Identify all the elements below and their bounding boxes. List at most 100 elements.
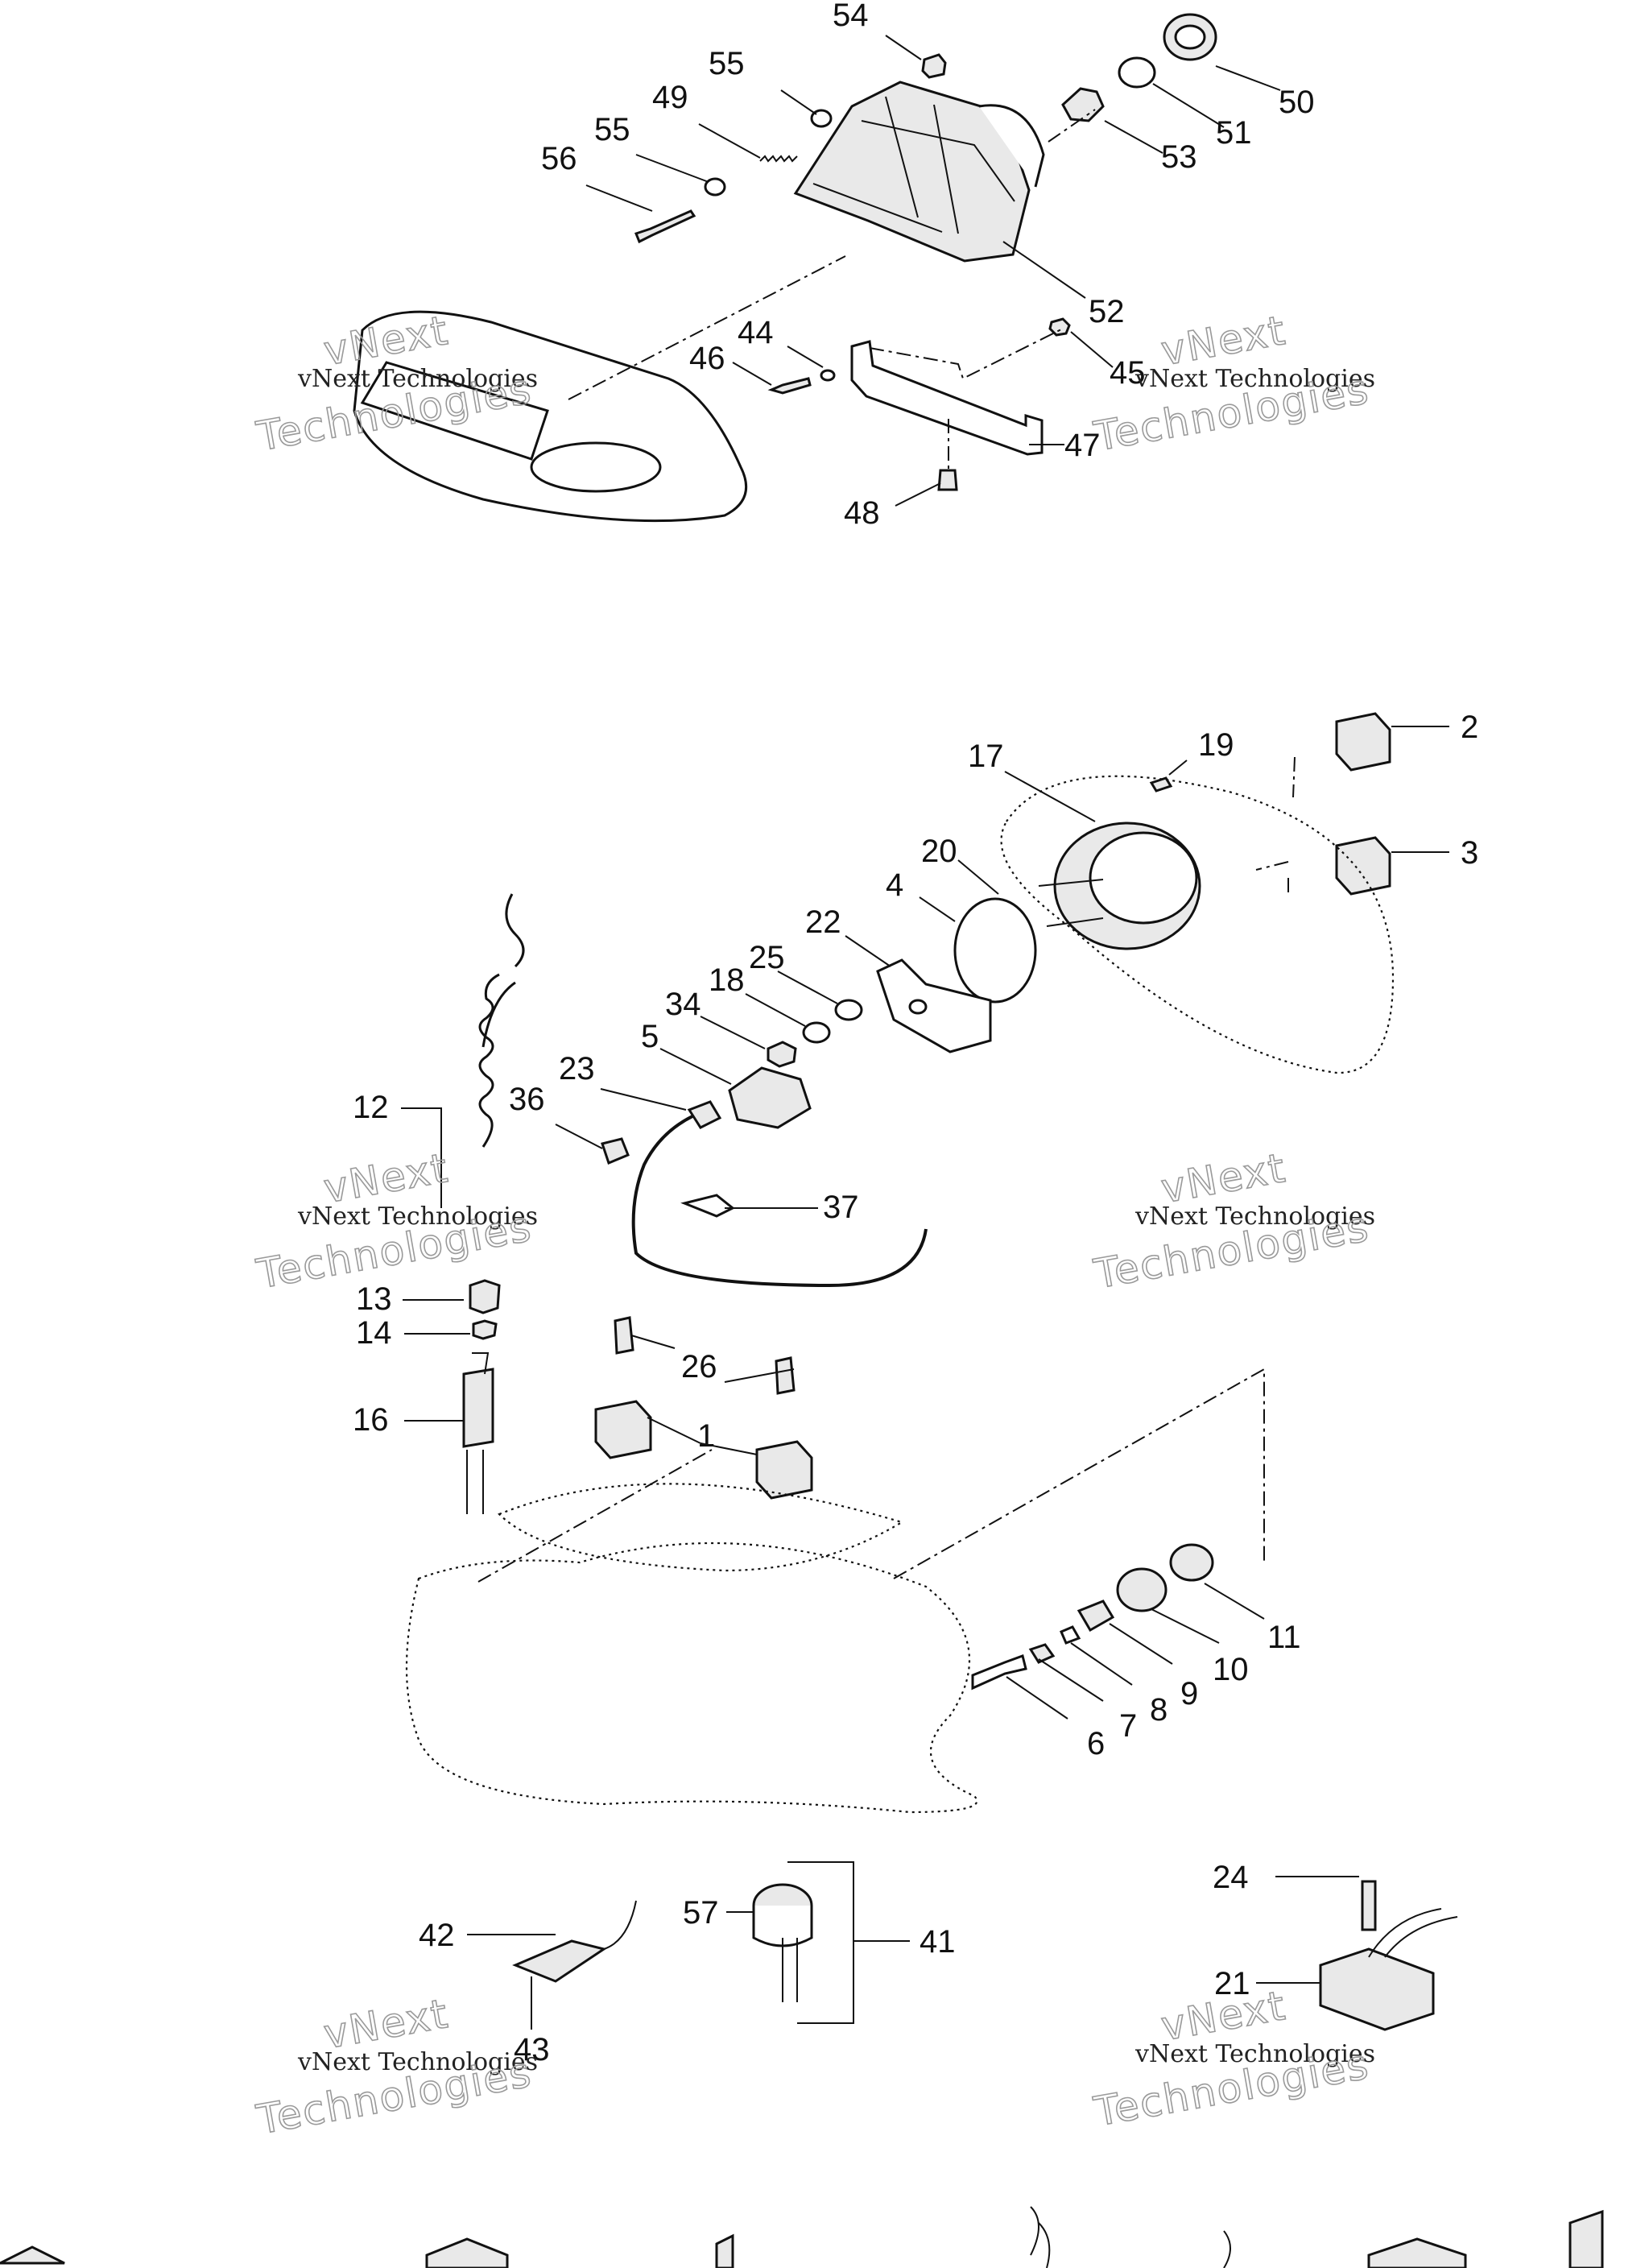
part-1-switch-right [755, 1440, 813, 1500]
part-18-washer [802, 1021, 831, 1044]
lower-parts [0, 1861, 1604, 2268]
part-46-screw [767, 377, 812, 395]
callout-50: 50 [1279, 85, 1315, 120]
svg-text:vNext Technologies: vNext Technologies [1134, 2040, 1375, 2068]
callout-17: 17 [968, 739, 1004, 774]
part-16-switch [462, 1368, 494, 1448]
bottom-part-d [1030, 2206, 1051, 2268]
part-5-sender [728, 1066, 812, 1129]
callout-10: 10 [1213, 1652, 1249, 1687]
part-14-nut [472, 1319, 498, 1340]
callout-1: 1 [697, 1418, 715, 1454]
svg-text:vNext Technologies: vNext Technologies [1134, 365, 1375, 393]
part-53-bulb [1061, 87, 1105, 122]
callout-47: 47 [1064, 428, 1101, 463]
callout-55: 55 [709, 46, 745, 81]
bottom-part-f [1367, 2237, 1467, 2268]
callout-49: 49 [652, 80, 688, 115]
callout-9: 9 [1180, 1676, 1198, 1711]
part-54-clip [921, 53, 947, 79]
watermark-mid-right: vNext Technologies vNext Technologies [1089, 1144, 1375, 1298]
part-34-nut [767, 1041, 797, 1068]
callout-18: 18 [709, 962, 745, 998]
part-6-key [971, 1654, 1027, 1691]
part-11-cap [1169, 1543, 1214, 1582]
dash-panel-outline [1000, 775, 1395, 1074]
callout-55: 55 [594, 112, 630, 147]
callout-2: 2 [1461, 710, 1478, 745]
bottom-part-b [425, 2237, 509, 2268]
svg-text:vNext Technologies: vNext Technologies [1134, 1202, 1375, 1231]
part-36-clip [601, 1137, 630, 1165]
part-24-bolt [1361, 1880, 1377, 1931]
callout-14: 14 [356, 1315, 392, 1351]
callout-54: 54 [833, 0, 869, 33]
callout-57: 57 [683, 1895, 719, 1931]
callout-44: 44 [738, 315, 774, 350]
callout-8: 8 [1150, 1692, 1168, 1728]
part-51-ring [1118, 56, 1156, 89]
headlight-assembly [353, 13, 1217, 523]
part-8-washer [1060, 1625, 1081, 1645]
part-56-screw [634, 209, 696, 244]
callout-22: 22 [805, 904, 841, 940]
callout-23: 23 [559, 1051, 595, 1086]
callout-16: 16 [353, 1402, 389, 1438]
part-10-switch [1116, 1567, 1168, 1612]
part-22-bracket [876, 958, 992, 1053]
part-9-body [1077, 1600, 1115, 1633]
console-outline [405, 1542, 978, 1814]
part-13-cap [469, 1279, 501, 1314]
callout-25: 25 [749, 940, 785, 975]
part-26-boot [614, 1316, 634, 1355]
watermark-low-left: vNext Technologies vNext Technologies [252, 1989, 538, 2144]
part-1-switch [594, 1400, 652, 1459]
part-26-boot-right [775, 1356, 796, 1395]
callout-11: 11 [1267, 1620, 1301, 1655]
part-52-headlight-housing [793, 81, 1031, 263]
callout-labels: 54 55 49 55 56 50 51 53 52 44 46 45 47 4… [353, 0, 1478, 2067]
part-2-connector [1335, 712, 1391, 772]
part-7-nut [1028, 1643, 1056, 1664]
callout-52: 52 [1089, 294, 1125, 329]
bottom-part-e [1223, 2230, 1231, 2268]
callout-53: 53 [1161, 139, 1197, 175]
svg-text:vNext Technologies: vNext Technologies [297, 1202, 538, 1231]
callout-48: 48 [844, 495, 880, 531]
bottom-part-a [0, 2245, 65, 2265]
watermark-mid-left: vNext Technologies vNext Technologies [252, 1144, 538, 1298]
watermark-low-right: vNext Technologies vNext Technologies [1089, 1981, 1375, 2136]
part-42-sensor [512, 1939, 607, 1983]
part-49-spring [759, 155, 798, 163]
callout-12: 12 [353, 1090, 389, 1125]
leader-lines [401, 35, 1449, 2030]
callout-46: 46 [689, 341, 725, 376]
callout-43: 43 [514, 2032, 550, 2067]
part-4-o-ring [953, 897, 1037, 1004]
svg-text:vNext Technologies: vNext Technologies [297, 365, 538, 393]
callout-34: 34 [665, 987, 701, 1022]
part-3-connector [1335, 836, 1391, 896]
callout-45: 45 [1110, 355, 1146, 391]
part-23-cable [631, 1115, 928, 1288]
callout-56: 56 [541, 141, 577, 176]
part-25-washer [834, 999, 863, 1021]
callout-36: 36 [509, 1082, 545, 1117]
callout-5: 5 [641, 1019, 659, 1054]
callout-13: 13 [356, 1281, 392, 1317]
callout-24: 24 [1213, 1860, 1249, 1895]
part-37-clamp [680, 1194, 735, 1218]
callout-37: 37 [823, 1190, 859, 1225]
callout-21: 21 [1214, 1966, 1250, 2001]
part-45-nut [1048, 317, 1071, 337]
callout-41: 41 [920, 1924, 956, 1960]
part-44-washer [820, 369, 836, 382]
callout-3: 3 [1461, 835, 1478, 871]
callout-6: 6 [1087, 1726, 1105, 1761]
callout-51: 51 [1216, 115, 1252, 151]
callout-4: 4 [886, 867, 903, 903]
callout-7: 7 [1119, 1708, 1137, 1744]
part-48-grommet [937, 469, 958, 491]
part-47-bracket [850, 340, 1044, 456]
